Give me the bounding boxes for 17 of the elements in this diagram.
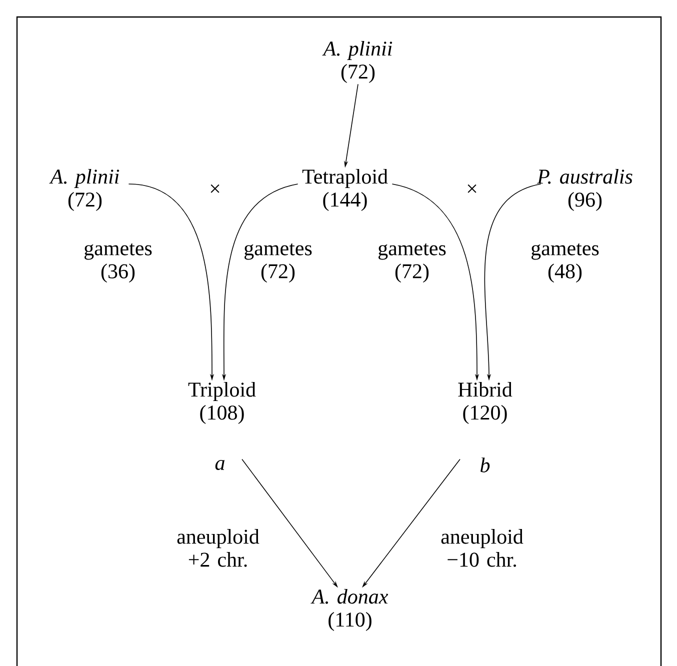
edge-label: gametes (36) <box>84 243 152 283</box>
species-label: A. plinii (72) <box>49 168 120 211</box>
edge-label: gametes (48) <box>532 243 599 283</box>
edge-label: aneuploid +2 chr. <box>177 529 260 567</box>
species-label: Hibrid (120) <box>458 382 512 424</box>
cross-symbol: × <box>468 184 476 193</box>
species-label: A. plinii (72) <box>322 40 392 83</box>
species-label: P. australis (96) <box>536 168 632 211</box>
letter-label: b <box>480 458 490 472</box>
cross-symbol: × <box>210 184 220 193</box>
edge-label: gametes (72) <box>378 243 446 283</box>
species-label: Tetraploid (144) <box>302 168 388 211</box>
species-label: A. donax (110) <box>310 588 388 631</box>
edge-label: gametes (72) <box>244 243 312 283</box>
species-label: Triploid (108) <box>188 382 256 424</box>
edge-label: aneuploid −10 chr. <box>441 529 524 567</box>
letter-label: a <box>215 460 224 470</box>
